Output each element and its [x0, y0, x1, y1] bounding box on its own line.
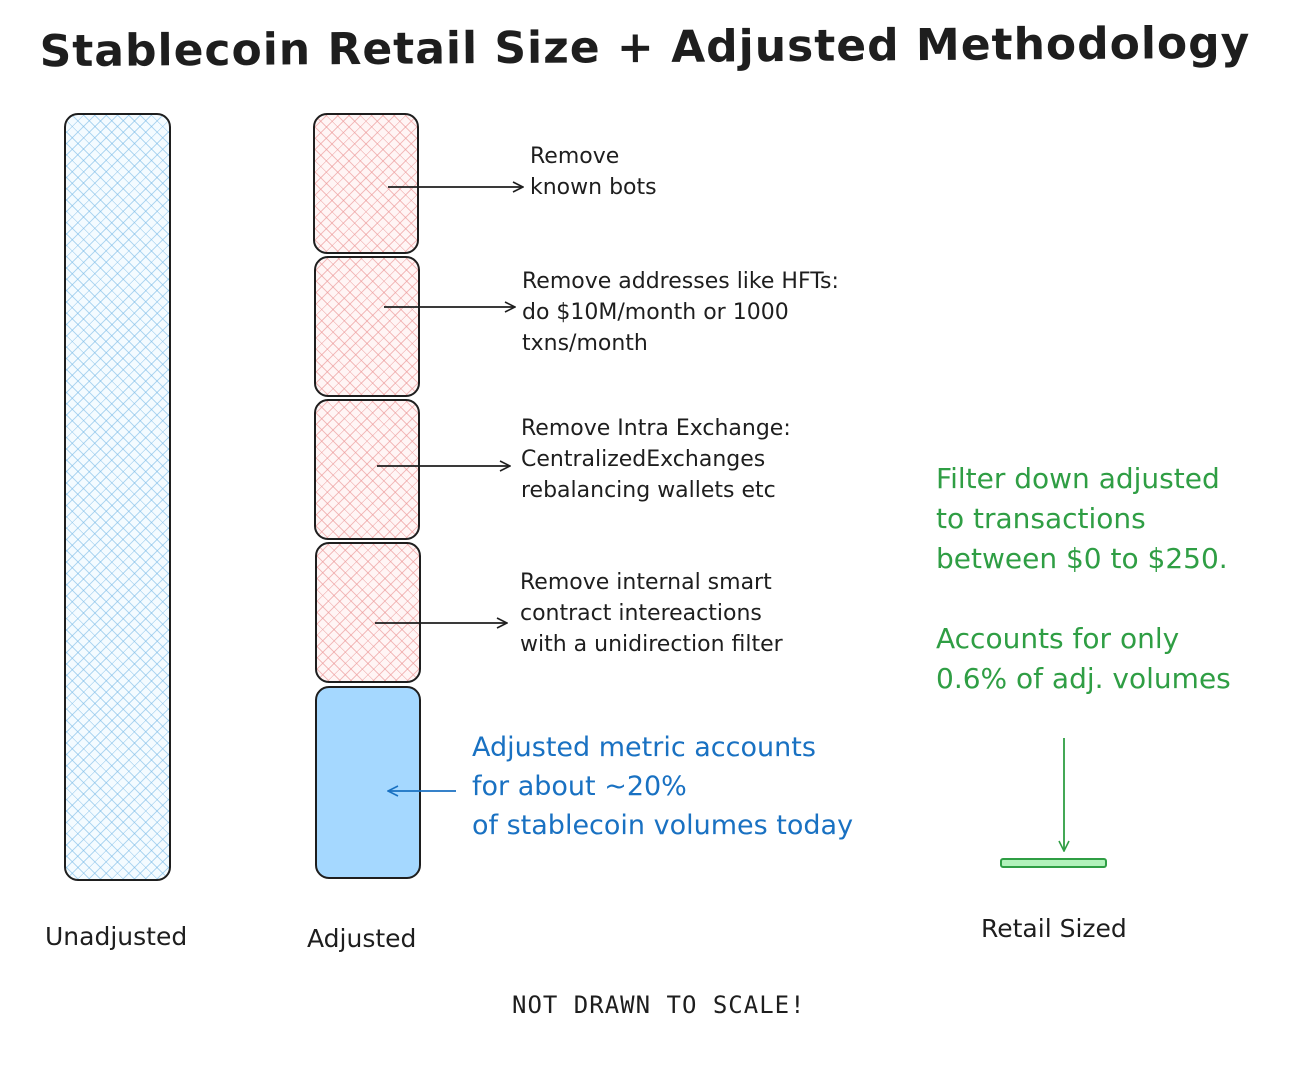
note-line: txns/month [522, 331, 648, 356]
note-line: known bots [530, 175, 657, 200]
retail-sized-bar [1000, 858, 1107, 868]
note-line: Remove [530, 144, 620, 169]
note-line: Filter down adjusted [936, 462, 1220, 495]
adjusted-label: Adjusted [307, 924, 417, 953]
removal-segment-intra-exchange [314, 399, 420, 540]
note-line: with a unidirection filter [520, 632, 783, 657]
removal-note-hfts: Remove addresses like HFTs: do $10M/mont… [522, 266, 839, 359]
retail-note: Filter down adjusted to transactions bet… [936, 459, 1231, 699]
retail-label: Retail Sized [981, 914, 1127, 943]
unadjusted-bar [64, 113, 171, 881]
note-line: of stablecoin volumes today [472, 810, 854, 841]
note-line: between $0 to $250. [936, 542, 1228, 575]
note-line: Remove addresses like HFTs: [522, 269, 839, 294]
note-line: to transactions [936, 502, 1146, 535]
removal-note-intra-exchange: Remove Intra Exchange: CentralizedExchan… [521, 413, 791, 506]
note-line: CentralizedExchanges [521, 447, 766, 472]
note-line: Remove Intra Exchange: [521, 416, 791, 441]
adjusted-note: Adjusted metric accounts for about ~20% … [472, 728, 853, 845]
scale-disclaimer: NOT DRAWN TO SCALE! [512, 991, 806, 1019]
note-line: for about ~20% [472, 771, 687, 802]
unadjusted-label: Unadjusted [45, 922, 188, 951]
removal-note-smart-contract: Remove internal smart contract intereact… [520, 567, 783, 660]
removal-segment-smart-contract [315, 542, 421, 683]
adjusted-segment [315, 686, 421, 879]
note-line: Accounts for only [936, 622, 1180, 655]
removal-segment-hfts [314, 256, 420, 397]
note-spacer [936, 579, 1231, 619]
note-line: do $10M/month or 1000 [522, 300, 789, 325]
note-line: Adjusted metric accounts [472, 732, 816, 763]
note-line: 0.6% of adj. volumes [936, 662, 1231, 695]
note-line: contract intereactions [520, 601, 762, 626]
removal-segment-bots [313, 113, 419, 254]
note-line: rebalancing wallets etc [521, 478, 776, 503]
note-line: Remove internal smart [520, 570, 772, 595]
removal-note-bots: Remove known bots [530, 141, 657, 203]
